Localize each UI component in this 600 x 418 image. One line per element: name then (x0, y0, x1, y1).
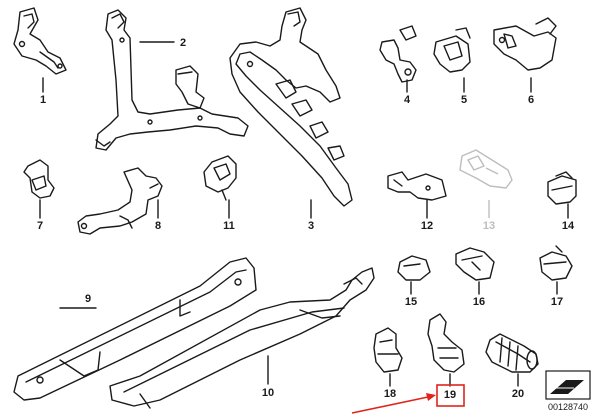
part-15-clip[interactable] (397, 255, 431, 281)
callout-10[interactable]: 10 (262, 387, 274, 399)
part-20-bushing[interactable] (485, 333, 539, 373)
callout-4[interactable]: 4 (404, 94, 411, 106)
diagram-reference-icon (545, 370, 591, 400)
callout-13[interactable]: 13 (483, 220, 495, 232)
part-7-clip[interactable] (23, 159, 55, 199)
part-1-bracket[interactable] (13, 7, 67, 75)
callout-12[interactable]: 12 (421, 220, 433, 232)
part-3-bracket[interactable] (229, 7, 353, 207)
callout-16[interactable]: 16 (473, 296, 485, 308)
part-14-clip[interactable] (547, 171, 577, 205)
part-17-clip[interactable] (539, 245, 573, 281)
callout-8[interactable]: 8 (155, 220, 161, 232)
part-6-bracket[interactable] (493, 17, 557, 71)
catalog-number: 00128740 (548, 402, 588, 412)
callout-5[interactable]: 5 (461, 94, 467, 106)
callout-15[interactable]: 15 (405, 296, 417, 308)
part-16-clip[interactable] (455, 247, 495, 281)
callout-11[interactable]: 11 (223, 220, 235, 232)
part-8-bracket[interactable] (77, 167, 163, 235)
callout-17[interactable]: 17 (551, 296, 563, 308)
part-12-clip[interactable] (387, 171, 447, 201)
part-10-trim-panel[interactable] (109, 267, 375, 409)
part-18-clip[interactable] (373, 327, 403, 373)
part-19-clip[interactable] (427, 313, 465, 373)
part-9-trim-panel[interactable] (13, 257, 257, 401)
callout-9[interactable]: 9 (85, 293, 91, 305)
part-2-bracket[interactable] (95, 9, 249, 151)
callout-6[interactable]: 6 (528, 94, 534, 106)
callout-19[interactable]: 19 (444, 389, 456, 401)
highlight-box (436, 384, 465, 407)
callout-7[interactable]: 7 (37, 220, 43, 232)
callout-20[interactable]: 20 (512, 388, 524, 400)
callout-1[interactable]: 1 (40, 94, 46, 106)
callout-2[interactable]: 2 (180, 37, 186, 49)
part-11-clip[interactable] (203, 155, 237, 201)
part-4-clip[interactable] (379, 25, 417, 83)
callout-18[interactable]: 18 (384, 388, 396, 400)
part-5-clip[interactable] (433, 27, 471, 73)
callout-3[interactable]: 3 (308, 220, 314, 232)
callout-14[interactable]: 14 (562, 220, 575, 232)
highlight-arrow (351, 393, 436, 414)
part-13-clip[interactable] (459, 149, 513, 189)
